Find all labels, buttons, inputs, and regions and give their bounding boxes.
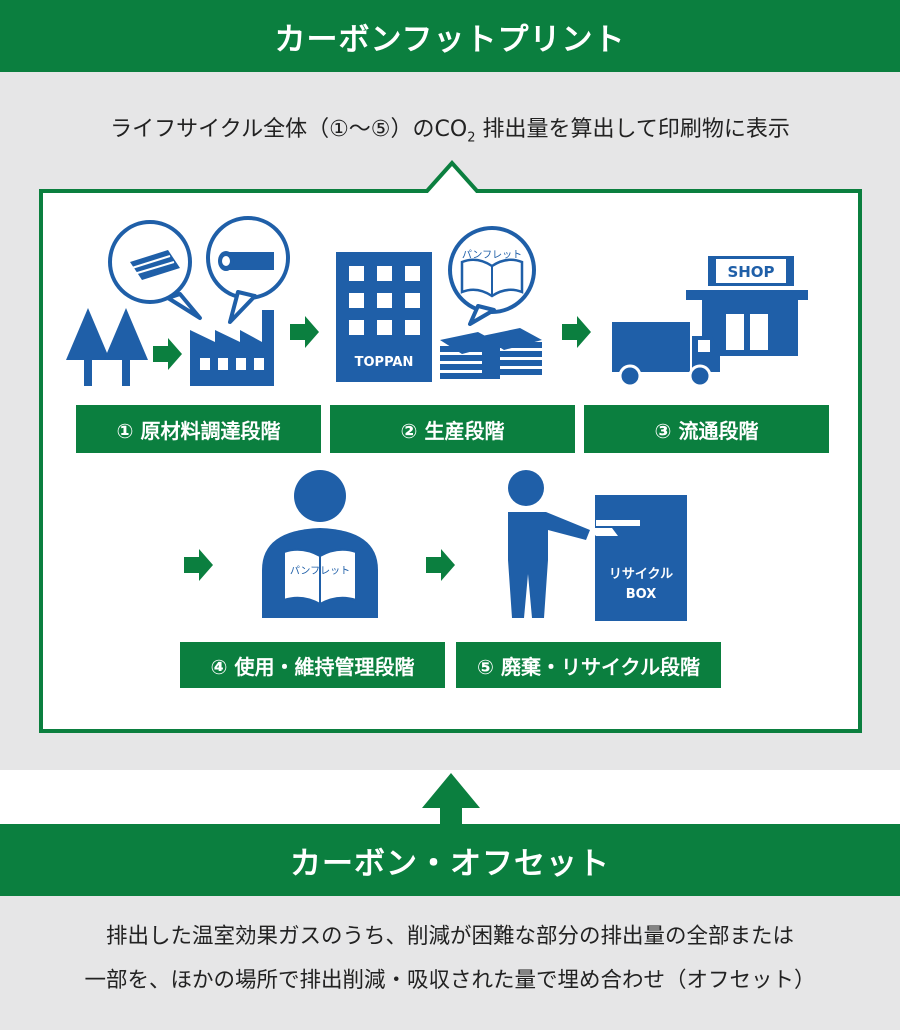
subtitle-text-2: 排出量を算出して印刷物に表示 <box>475 117 790 142</box>
offset-description-line-2: 一部を、ほかの場所で排出削減・吸収された量で埋め合わせ（オフセット） <box>84 968 816 993</box>
factory-icon <box>190 310 274 386</box>
truck-icon <box>612 322 720 388</box>
offset-title: カーボン・オフセット <box>290 845 610 882</box>
offset-description-panel: 排出した温室効果ガスのうち、削減が困難な部分の排出量の全部または 一部を、ほかの… <box>0 896 900 1030</box>
stage-4-label: ④ 使用・維持管理段階 <box>180 642 445 688</box>
arrow-right-icon <box>426 549 455 581</box>
footprint-title-band: カーボンフットプリント <box>0 0 900 72</box>
pamphlet-text: パンフレット <box>462 249 522 261</box>
footprint-title: カーボンフットプリント <box>274 21 626 58</box>
stage-5-label: ⑤ 廃棄・リサイクル段階 <box>456 642 721 688</box>
paper-stack-bubble-icon <box>108 220 202 320</box>
arrow-right-icon <box>562 316 591 348</box>
paper-roll-bubble-icon <box>206 216 290 324</box>
pamphlet-stacks-icon <box>440 328 542 379</box>
arrow-right-icon <box>184 549 213 581</box>
pamphlet-bubble-icon: パンフレット <box>448 226 536 326</box>
company-logo-text: TOPPAN <box>355 355 414 370</box>
stage-2-label: ② 生産段階 <box>330 405 575 453</box>
arrow-right-icon <box>153 338 182 370</box>
trees-icon <box>66 308 148 386</box>
recycling-person-icon <box>508 470 590 618</box>
reading-person-icon: パンフレット <box>262 470 378 618</box>
subtitle-subscript: 2 <box>467 130 476 146</box>
building-icon: TOPPAN <box>336 252 432 382</box>
recycle-box-label-1: リサイクル <box>609 567 673 582</box>
shop-sign-text: SHOP <box>727 263 774 281</box>
offset-description-line-1: 排出した温室効果ガスのうち、削減が困難な部分の排出量の全部または <box>105 924 794 949</box>
shop-icon: SHOP <box>686 256 808 356</box>
recycle-box-icon: リサイクル BOX <box>588 495 687 621</box>
arrow-right-icon <box>290 316 319 348</box>
recycle-box-label-2: BOX <box>626 587 657 602</box>
footprint-subtitle: ライフサイクル全体（①〜⑤）のCO2 排出量を算出して印刷物に表示 <box>0 111 900 145</box>
pamphlet-text: パンフレット <box>290 565 350 577</box>
offset-description: 排出した温室効果ガスのうち、削減が困難な部分の排出量の全部または 一部を、ほかの… <box>0 896 900 1003</box>
stage-1-label: ① 原材料調達段階 <box>76 405 321 453</box>
stage-3-label: ③ 流通段階 <box>584 405 829 453</box>
lifecycle-illustration: TOPPAN パンフレット SHOP <box>66 216 808 621</box>
offset-title-band: カーボン・オフセット <box>0 824 900 896</box>
subtitle-text-1: ライフサイクル全体（①〜⑤）のCO <box>110 117 468 142</box>
